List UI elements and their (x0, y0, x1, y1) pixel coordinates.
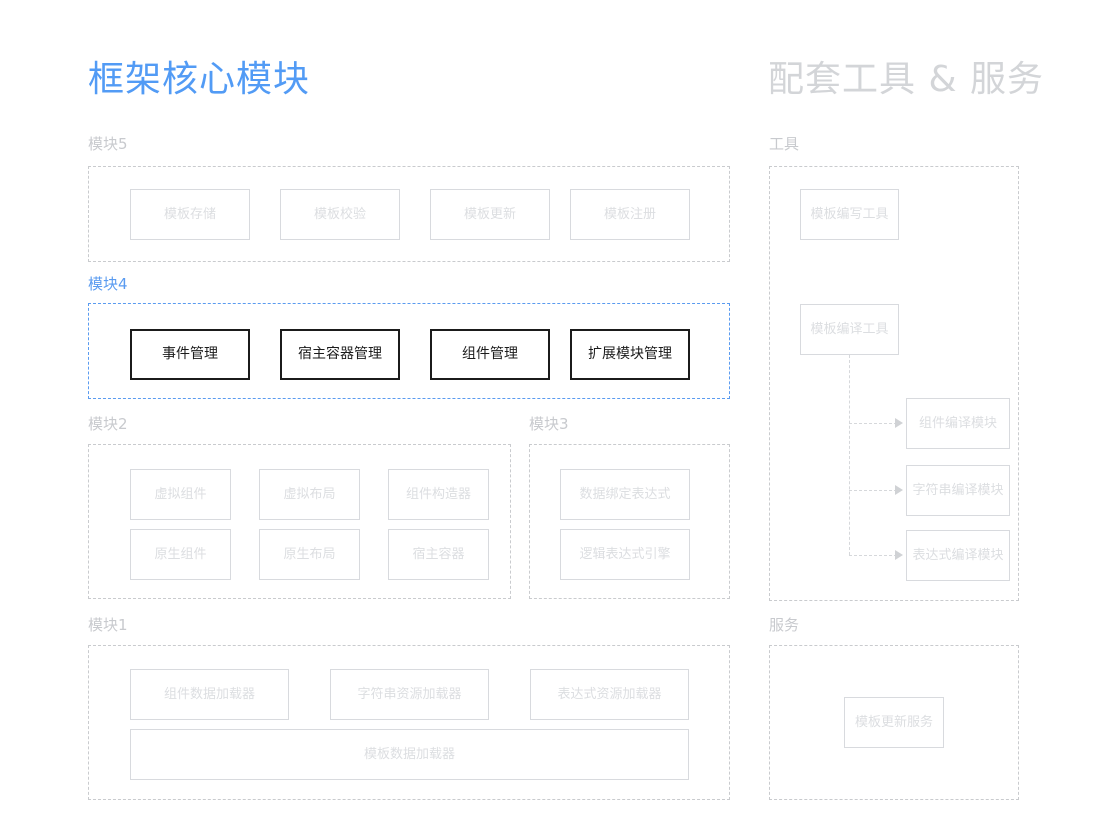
node-template-authoring-tool[interactable]: 模板编写工具 (800, 189, 899, 240)
node-template-update[interactable]: 模板更新 (430, 189, 550, 240)
section-label-module2: 模块2 (88, 415, 128, 433)
section-label-module1: 模块1 (88, 616, 128, 634)
node-virtual-component[interactable]: 虚拟组件 (130, 469, 231, 520)
group-tools (769, 166, 1019, 601)
node-component-management[interactable]: 组件管理 (430, 329, 550, 380)
group-module4 (88, 303, 730, 399)
node-data-binding-expression[interactable]: 数据绑定表达式 (560, 469, 690, 520)
node-extension-module-management[interactable]: 扩展模块管理 (570, 329, 690, 380)
node-template-update-service[interactable]: 模板更新服务 (844, 697, 944, 748)
node-expression-compile-module[interactable]: 表达式编译模块 (906, 530, 1010, 581)
left-panel-title: 框架核心模块 (88, 59, 311, 100)
group-module2 (88, 444, 511, 599)
node-component-data-loader[interactable]: 组件数据加载器 (130, 669, 289, 720)
section-label-module3: 模块3 (529, 415, 569, 433)
section-label-module5: 模块5 (88, 135, 128, 153)
arrowhead-string-icon (895, 485, 903, 495)
node-host-container-management[interactable]: 宿主容器管理 (280, 329, 400, 380)
section-label-tools: 工具 (769, 135, 800, 153)
node-virtual-layout[interactable]: 虚拟布局 (259, 469, 360, 520)
section-label-services: 服务 (769, 616, 800, 634)
node-event-management[interactable]: 事件管理 (130, 329, 250, 380)
group-module1 (88, 645, 730, 800)
right-panel-title: 配套工具 & 服务 (768, 59, 1044, 100)
node-template-storage[interactable]: 模板存储 (130, 189, 250, 240)
node-template-register[interactable]: 模板注册 (570, 189, 690, 240)
node-template-compile-tool[interactable]: 模板编译工具 (800, 304, 899, 355)
arrowhead-component-icon (895, 418, 903, 428)
section-label-module4: 模块4 (88, 275, 128, 293)
node-native-layout[interactable]: 原生布局 (259, 529, 360, 580)
node-template-validate[interactable]: 模板校验 (280, 189, 400, 240)
group-services (769, 645, 1019, 800)
node-expression-resource-loader[interactable]: 表达式资源加载器 (530, 669, 689, 720)
node-string-compile-module[interactable]: 字符串编译模块 (906, 465, 1010, 516)
node-component-compile-module[interactable]: 组件编译模块 (906, 398, 1010, 449)
node-native-component[interactable]: 原生组件 (130, 529, 231, 580)
node-string-resource-loader[interactable]: 字符串资源加载器 (330, 669, 489, 720)
node-template-data-loader[interactable]: 模板数据加载器 (130, 729, 689, 780)
node-logic-expression-engine[interactable]: 逻辑表达式引擎 (560, 529, 690, 580)
node-component-builder[interactable]: 组件构造器 (388, 469, 489, 520)
arrowhead-expression-icon (895, 550, 903, 560)
group-module5 (88, 166, 730, 262)
group-module3 (529, 444, 730, 599)
node-host-container[interactable]: 宿主容器 (388, 529, 489, 580)
